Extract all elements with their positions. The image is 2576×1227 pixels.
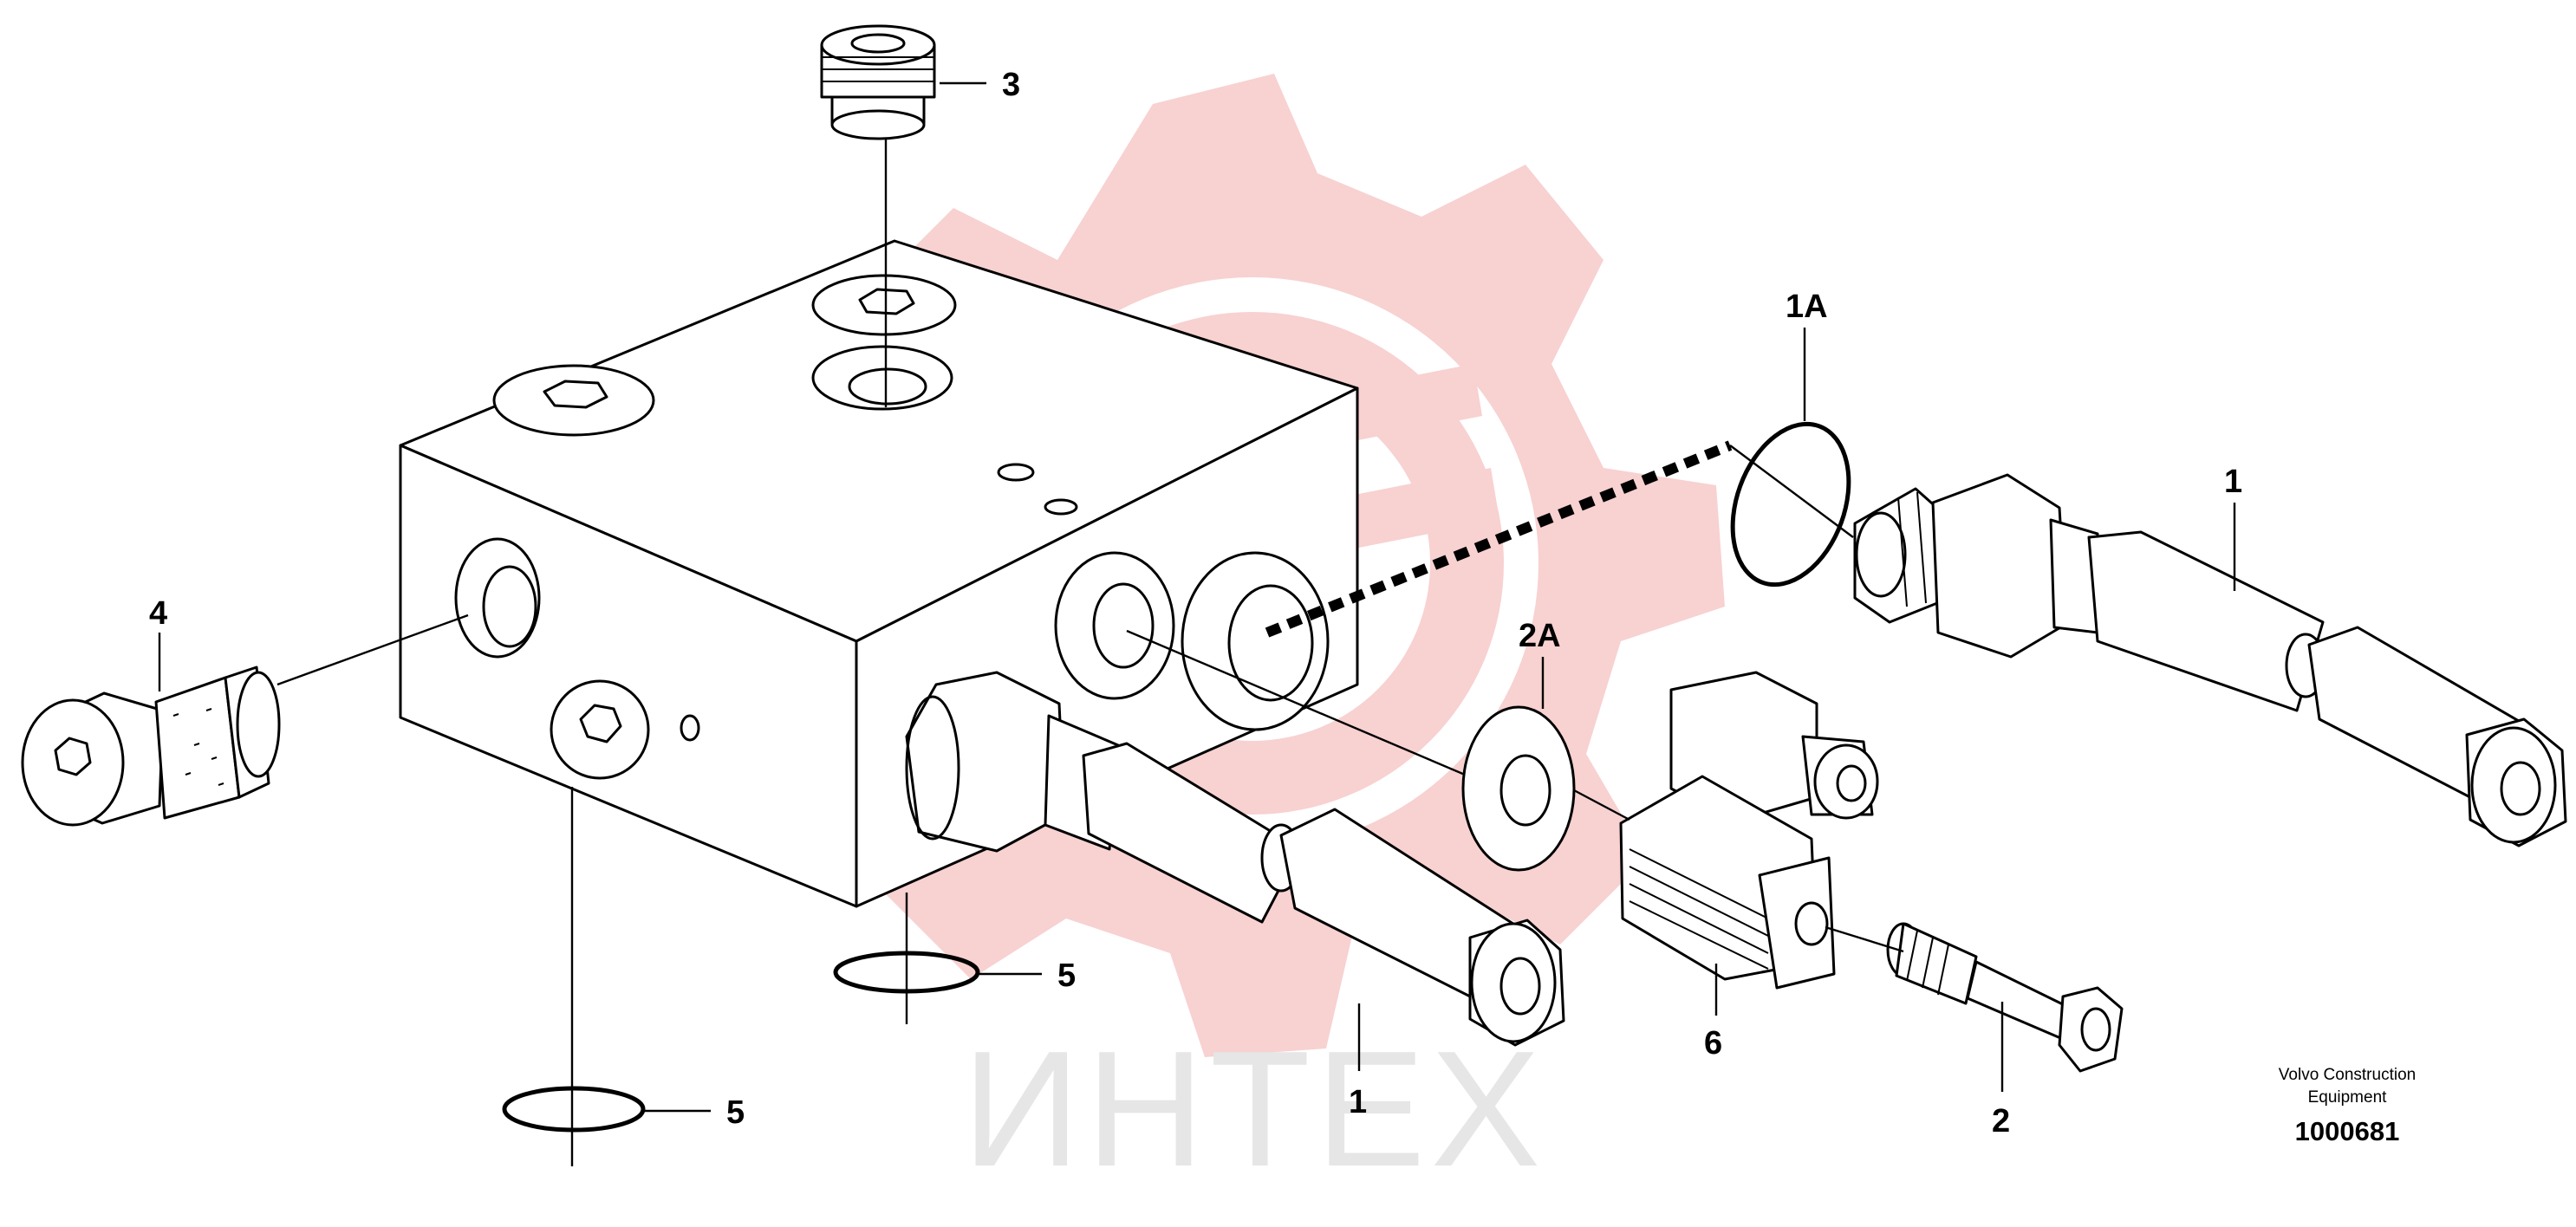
callout-1a: 1A [1786,289,1828,325]
part-4-cartridge [21,665,281,827]
callout-2a: 2A [1519,618,1561,654]
credit-line-2: Equipment [2308,1088,2388,1107]
part-2a-washer [1461,705,1576,872]
callout-4: 4 [149,595,167,632]
watermark-text: ИНТЕХ [962,1017,1545,1201]
flow-path-dashed [1265,440,1733,638]
callout-3: 3 [1002,67,1020,103]
callout-5-middle: 5 [1057,958,1076,994]
part-2-screw [1886,922,2124,1073]
part-1-valve-cartridge-bottom [905,671,1565,1047]
part-6-solenoid-connector [1619,671,1879,990]
callout-1-bottom: 1 [1349,1084,1367,1120]
leader-lines [158,81,2236,1166]
callout-2: 2 [1992,1103,2010,1139]
part-1a-o-ring [1730,421,1851,588]
callout-labels: 3 1A 1 4 2A 5 5 6 1 2 [149,67,2242,1139]
part-3-plug-screw [820,24,936,140]
callout-5-bottom: 5 [726,1094,745,1131]
callout-1-right: 1 [2224,464,2242,500]
drawing-credit: Volvo Construction Equipment 1000681 [2279,1066,2416,1146]
part-5-o-ring-bottom [502,1086,646,1133]
part-1-valve-cartridge-right [1853,473,2567,847]
callout-6: 6 [1704,1025,1722,1061]
credit-line-1: Volvo Construction [2279,1066,2416,1084]
drawing-number: 1000681 [2295,1116,2400,1146]
